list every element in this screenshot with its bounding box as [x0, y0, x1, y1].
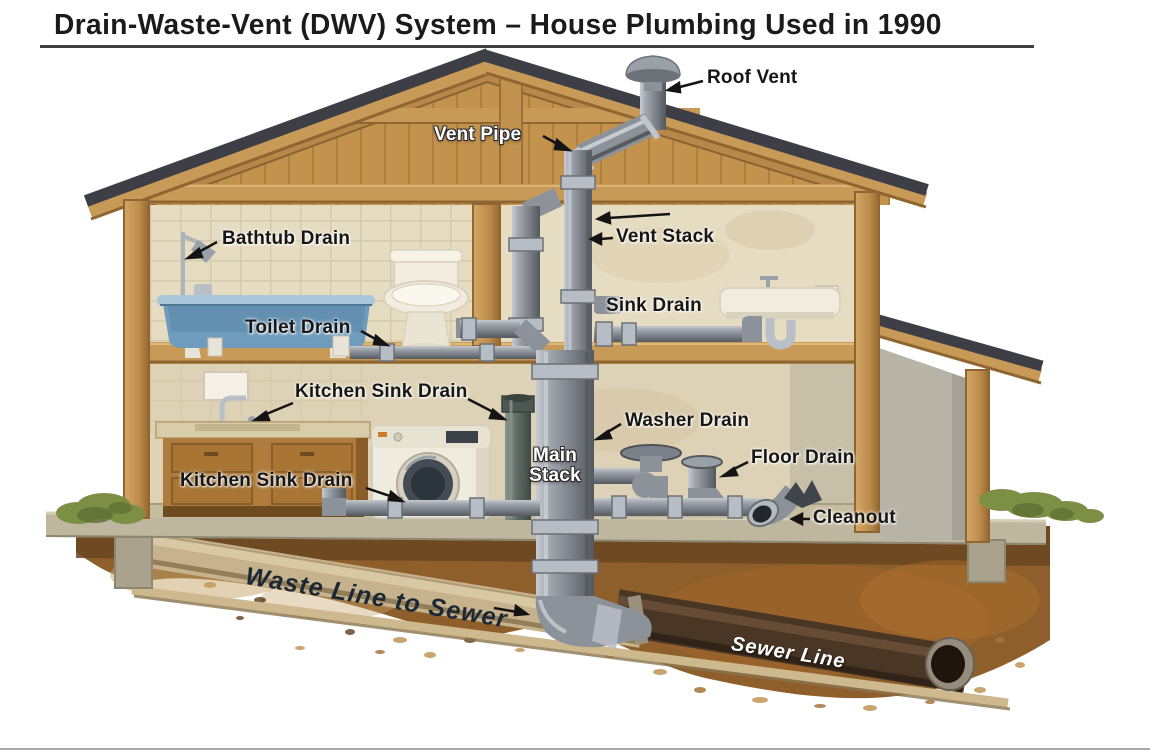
- bathtub: [157, 295, 375, 358]
- washer-control-panel: [446, 431, 478, 443]
- kitchen-counter: [155, 395, 371, 517]
- vent-pipe-arrow: [553, 137, 573, 152]
- kitchen-sink-drain-upper-arrow-right: [488, 407, 508, 421]
- vent-stack-pipe: [560, 150, 623, 366]
- roof-shingles-right: [481, 49, 929, 196]
- shower-head-icon: [191, 240, 216, 263]
- kitchen-sink-drain-upper-arrow-left: [251, 410, 271, 422]
- cleanout-label: Cleanout: [813, 507, 896, 528]
- foundation-pier-right: [967, 539, 1006, 583]
- extension-roof-fascia: [867, 319, 1043, 384]
- washer-drain-label: Washer Drain: [625, 410, 750, 431]
- main-stack-label-line2: Stack: [529, 464, 581, 486]
- roof: [83, 48, 1044, 385]
- cleanout-arrow: [789, 511, 804, 527]
- floor-drain-label: Floor Drain: [751, 447, 855, 468]
- vent-pipe-label: Vent Pipe: [434, 124, 522, 145]
- callout-arrows: [184, 79, 810, 617]
- sink-p-trap: [765, 318, 796, 350]
- left-wall-post: [123, 199, 150, 519]
- washing-machine: [371, 425, 491, 519]
- shower-fixture: [181, 232, 216, 300]
- trench-edge: [131, 585, 1009, 708]
- vent-stack-long-arrow: [594, 211, 612, 225]
- main-stack-elbow: [535, 596, 652, 648]
- washer-drain-arrow: [592, 429, 613, 441]
- bathroom-sink: [719, 276, 841, 350]
- grass: [56, 489, 1104, 524]
- foundation-pier-left: [114, 536, 153, 589]
- kitchen-wall-box: [203, 371, 249, 401]
- cleanout-fitting: [746, 480, 822, 528]
- floor-drain-arrow: [718, 466, 739, 478]
- toilet-drain-pipe: [460, 317, 551, 355]
- roof-vent-label: Roof Vent: [707, 67, 798, 88]
- roof-shingles-left: [83, 48, 491, 207]
- attic-floor-beam: [128, 184, 880, 204]
- vent-stack-label: Vent Stack: [616, 226, 715, 247]
- grass-right: [979, 489, 1104, 523]
- toilet-drain-label: Toilet Drain: [245, 317, 351, 338]
- cleanout-break-icon: [784, 480, 822, 508]
- waste-line-arrow: [513, 603, 531, 617]
- right-wall-post: [854, 191, 880, 533]
- under-floor-drain-pipe: [350, 343, 536, 362]
- washer-standpipe: [501, 394, 535, 520]
- kitchen-sink-drain-upper-label: Kitchen Sink Drain: [295, 381, 468, 402]
- washer-drain-trap: [594, 444, 682, 498]
- grass-left: [56, 493, 145, 524]
- bathtub-drain-label: Bathtub Drain: [222, 228, 351, 249]
- main-stack-label: Main Stack: [515, 446, 595, 486]
- vent-stack-arrow: [588, 231, 603, 247]
- sink-drain-pipe: [594, 316, 762, 347]
- kitchen-sink-drain-lower-label: Kitchen Sink Drain: [180, 470, 353, 491]
- pipes: [322, 55, 822, 649]
- kitchen-sink-drain-lower-arrow: [387, 489, 406, 503]
- main-stack-label-line1: Main: [532, 445, 578, 466]
- bathtub-drain-arrow: [184, 246, 204, 260]
- sink-drain-label: Sink Drain: [606, 295, 702, 316]
- roof-fascia-left: [87, 58, 493, 220]
- extension-wall-post: [965, 369, 990, 543]
- extension-roof-shingles: [866, 311, 1044, 372]
- sewer-pipe: [612, 589, 975, 693]
- main-stack-pipe: [531, 350, 652, 649]
- kitchen-faucet-icon: [219, 395, 246, 424]
- roof-fascia-right: [482, 58, 928, 208]
- title-underline: [40, 45, 1034, 48]
- kitchen-drain-pipe: [322, 488, 540, 519]
- lower-drain-pipe: [594, 495, 762, 519]
- page-title: Drain-Waste-Vent (DWV) System – House Pl…: [54, 9, 942, 41]
- extension-room: [879, 348, 966, 540]
- toilet-drain-arrow: [372, 333, 391, 347]
- tub-drain-stub: [207, 337, 223, 357]
- roof-vent-arrow: [664, 80, 682, 94]
